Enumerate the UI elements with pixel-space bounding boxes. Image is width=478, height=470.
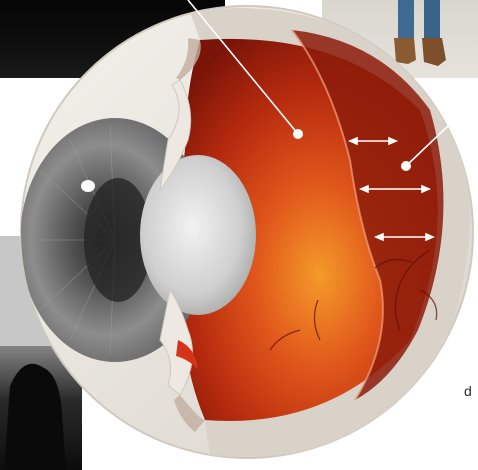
lens	[140, 155, 256, 315]
white-dot-icon	[293, 129, 303, 139]
reflection-highlight	[81, 180, 95, 192]
white-dot-icon	[401, 161, 411, 171]
